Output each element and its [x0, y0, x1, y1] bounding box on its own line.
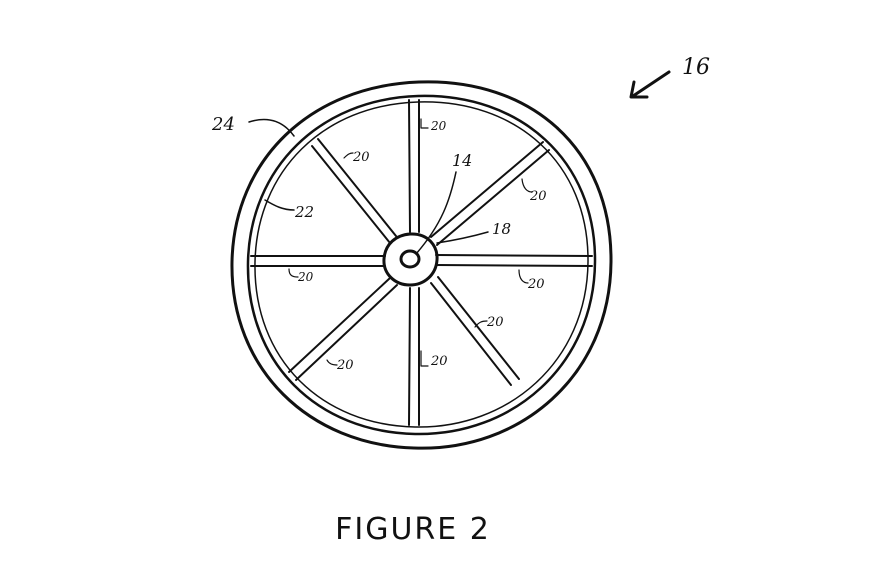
leader-spoke-left	[288, 268, 299, 278]
spoke-lower-left-a	[288, 277, 391, 373]
assembly-arrow	[629, 70, 671, 99]
label-spoke-top: 20	[430, 119, 447, 133]
spoke-right-b	[435, 264, 593, 267]
label-spoke-upper-right: 20	[529, 189, 547, 204]
leader-spoke-right	[518, 269, 529, 284]
label-spoke-bottom: 20	[430, 354, 448, 369]
leader-spoke-upper-right	[521, 178, 533, 193]
label-tire: 24	[211, 114, 235, 135]
label-spoke-right: 20	[527, 277, 545, 292]
spoke-lower-right-b	[437, 276, 520, 380]
axle	[399, 249, 421, 269]
spokes	[250, 99, 593, 426]
figure-caption: FIGURE 2	[335, 512, 491, 547]
rim-line	[254, 101, 589, 428]
spoke-upper-left-b	[311, 145, 391, 244]
assembly-arrow-shaft	[631, 70, 671, 98]
leader-hub	[436, 231, 489, 244]
tire-inner-edge	[246, 94, 597, 436]
leader-rim	[264, 199, 295, 211]
label-hub: 18	[492, 220, 511, 238]
spoke-lower-right-a	[430, 282, 512, 386]
leader-spoke-lower-left	[326, 359, 338, 366]
leader-spoke-bottom	[420, 350, 429, 367]
label-axle: 14	[452, 151, 472, 170]
label-spoke-lower-right: 20	[486, 315, 504, 330]
hub	[382, 232, 439, 287]
assembly-arrow-head	[629, 80, 649, 99]
spoke-upper-left-a	[317, 138, 397, 237]
label-rim: 22	[294, 203, 314, 221]
leader-spoke-top	[420, 118, 429, 129]
tire-outer-edge	[230, 80, 613, 450]
label-spoke-lower-left: 20	[336, 358, 354, 373]
leader-axle	[415, 171, 457, 255]
leader-spoke-upper-left	[343, 152, 354, 159]
leader-spoke-lower-right	[474, 320, 488, 328]
label-assembly: 16	[682, 55, 710, 80]
leader-tire	[248, 118, 295, 137]
spoke-upper-right-b	[436, 149, 550, 246]
spoke-bottom-a	[408, 287, 411, 426]
spoke-upper-right-a	[430, 141, 544, 238]
label-spoke-left: 20	[297, 270, 314, 284]
spoke-top-a	[408, 99, 411, 233]
spoke-right-a	[435, 254, 593, 257]
leader-lines	[248, 118, 533, 367]
spoke-lower-left-b	[295, 284, 398, 381]
label-spoke-upper-left: 20	[352, 150, 370, 165]
